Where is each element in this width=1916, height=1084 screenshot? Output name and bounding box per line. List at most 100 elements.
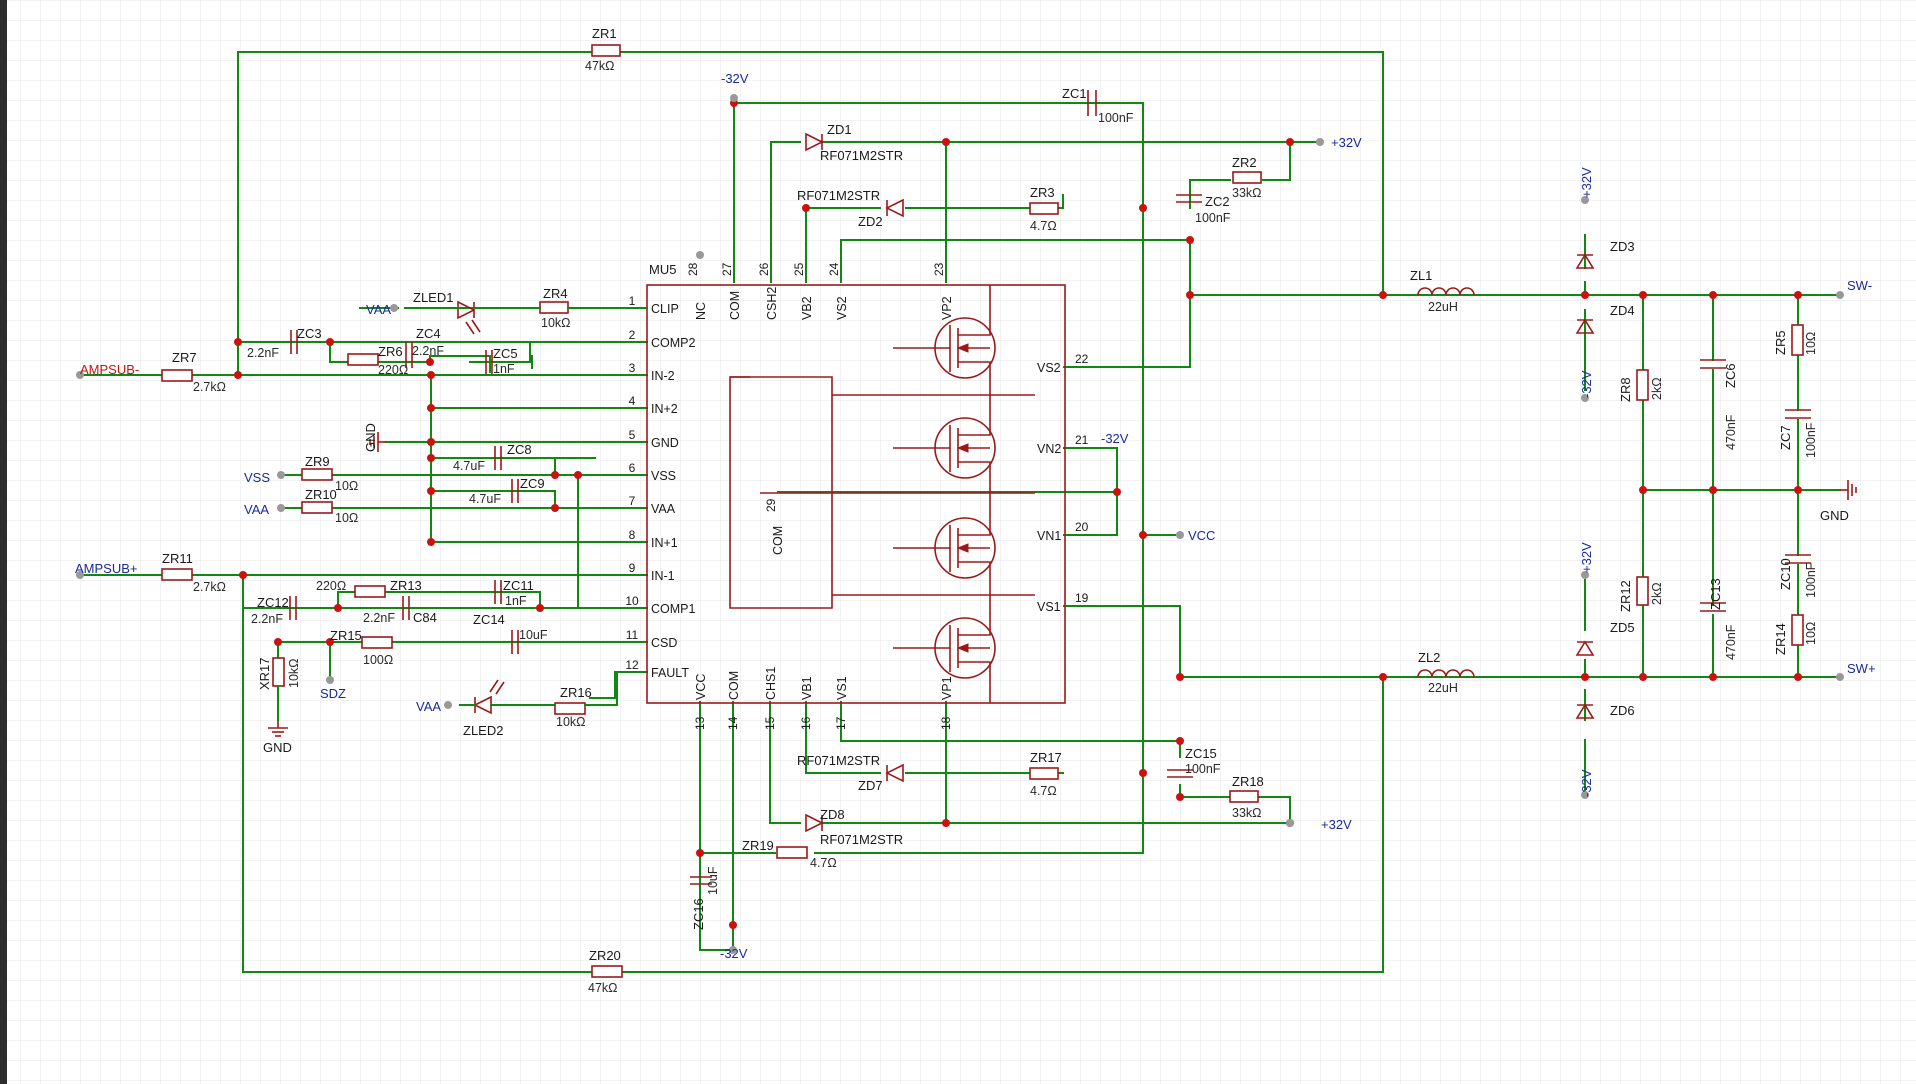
- chip-pin-num-19: 19: [1075, 591, 1089, 605]
- chip-pin-vss: VSS: [651, 469, 676, 483]
- inductors: [1417, 287, 1475, 678]
- net-vaa-1: VAA: [366, 302, 391, 317]
- net-neg32-zd6: -32V: [1579, 769, 1594, 797]
- label-zd7: ZD7: [858, 778, 883, 793]
- value-zr8: 2kΩ: [1650, 377, 1664, 400]
- value-zr15: 100Ω: [363, 653, 393, 667]
- label-zr17: ZR17: [1030, 750, 1062, 765]
- net-vaa-3: VAA: [416, 699, 441, 714]
- chip-pin-num-13: 13: [693, 716, 707, 730]
- label-zd6: ZD6: [1610, 703, 1635, 718]
- label-zc1: ZC1: [1062, 86, 1087, 101]
- chip-pin-num-2: 2: [629, 328, 636, 342]
- value-zc2: 100nF: [1195, 211, 1231, 225]
- chip-pin-vaa: VAA: [651, 502, 676, 516]
- chip-pin-num-20: 20: [1075, 520, 1089, 534]
- value-c84: 2.2nF: [363, 611, 395, 625]
- label-zr12: ZR12: [1618, 580, 1633, 612]
- label-zc8: ZC8: [507, 442, 532, 457]
- value-zr3: 4.7Ω: [1030, 219, 1057, 233]
- value-zr7: 2.7kΩ: [193, 380, 226, 394]
- part-zd2: RF071M2STR: [797, 188, 880, 203]
- label-zd1: ZD1: [827, 122, 852, 137]
- port-endpoints: [76, 94, 1844, 954]
- label-zc9: ZC9: [520, 476, 545, 491]
- net-gnd-left: GND: [363, 423, 378, 452]
- value-zr19: 4.7Ω: [810, 856, 837, 870]
- value-zc8: 4.7uF: [453, 459, 485, 473]
- chip-pin-comp1: COMP1: [651, 602, 696, 616]
- label-xr17: XR17: [257, 657, 272, 690]
- value-zc9: 4.7uF: [469, 492, 501, 506]
- net-pos32-bottom: +32V: [1321, 817, 1352, 832]
- chip-pin-csd: CSD: [651, 636, 677, 650]
- chip-pin-num-11: 11: [626, 628, 639, 642]
- value-zc16: 10uF: [706, 866, 720, 895]
- value-zl2: 22uH: [1428, 681, 1458, 695]
- net-sw-minus: SW-: [1847, 278, 1872, 293]
- chip-pin-comp2: COMP2: [651, 336, 696, 350]
- value-zc14: 10uF: [519, 628, 548, 642]
- value-zr13: 220Ω: [316, 579, 346, 593]
- net-vaa-2: VAA: [244, 502, 269, 517]
- value-zc7: 100nF: [1804, 422, 1818, 458]
- chip-pin-num-1: 1: [629, 294, 636, 308]
- label-zc14: ZC14: [473, 612, 505, 627]
- value-zc13: 470nF: [1724, 624, 1738, 660]
- chip-pin-num-28: 28: [686, 262, 700, 276]
- net-pos32-top: +32V: [1331, 135, 1362, 150]
- label-zr14: ZR14: [1773, 623, 1788, 655]
- label-zc16: ZC16: [691, 898, 706, 930]
- value-zc15: 100nF: [1185, 762, 1221, 776]
- value-zc12: 2.2nF: [251, 612, 283, 626]
- label-zr11: ZR11: [162, 551, 193, 566]
- net-neg32-zd4: -32V: [1579, 370, 1594, 398]
- label-zr5: ZR5: [1773, 330, 1788, 355]
- chip-pin-num-7: 7: [629, 494, 636, 508]
- net-ampsub-plus: AMPSUB+: [75, 561, 138, 576]
- label-zd5: ZD5: [1610, 620, 1635, 635]
- chip-pin-num-8: 8: [629, 528, 636, 542]
- part-zd8: RF071M2STR: [820, 832, 903, 847]
- value-zr18: 33kΩ: [1232, 806, 1262, 820]
- value-zr11: 2.7kΩ: [193, 580, 226, 594]
- chip-pins: 1CLIP2COMP23IN-24IN+25GND6VSS7VAA8IN+19I…: [625, 262, 1088, 730]
- label-zr18: ZR18: [1232, 774, 1264, 789]
- value-zr12: 2kΩ: [1650, 582, 1664, 605]
- value-zr1: 47kΩ: [585, 59, 615, 73]
- net-gnd-bottom: GND: [263, 740, 292, 755]
- label-zled2: ZLED2: [463, 723, 503, 738]
- chip-pin-bottom-vb1: VB1: [800, 676, 814, 700]
- value-zc5: 1nF: [493, 362, 515, 376]
- chip-mu5[interactable]: MU5: [646, 262, 1066, 704]
- net-pos32-zd5: +32V: [1579, 542, 1594, 573]
- label-zr10: ZR10: [305, 487, 337, 502]
- value-zr10: 10Ω: [335, 511, 358, 525]
- diodes: [429, 132, 1595, 833]
- net-neg32-vn2: -32V: [1101, 431, 1129, 446]
- label-c84: C84: [413, 610, 437, 625]
- value-zr17: 4.7Ω: [1030, 784, 1057, 798]
- label-zr9: ZR9: [305, 454, 330, 469]
- chip-pin-num-10: 10: [625, 594, 639, 608]
- chip-pin-top-nc: NC: [694, 302, 708, 320]
- chip-pin-top-vb2: VB2: [800, 296, 814, 320]
- chip-pin-num-6: 6: [629, 461, 636, 475]
- net-vss: VSS: [244, 470, 270, 485]
- chip-pin-in-2: IN-2: [651, 369, 675, 383]
- chip-pin-top-csh2: CSH2: [765, 287, 779, 320]
- label-zc2: ZC2: [1205, 194, 1230, 209]
- label-zr4: ZR4: [543, 286, 568, 301]
- chip-pin-num-15: 15: [763, 716, 777, 730]
- value-zc4: 2.2nF: [412, 344, 444, 358]
- chip-pin-right-vn1: VN1: [1037, 529, 1061, 543]
- value-zr16: 10kΩ: [556, 715, 586, 729]
- label-zd4: ZD4: [1610, 303, 1635, 318]
- value-zr4: 10kΩ: [541, 316, 571, 330]
- net-ampsub-minus: AMPSUB-: [80, 362, 139, 377]
- net-gnd-right: GND: [1820, 508, 1849, 523]
- net-sw-plus: SW+: [1847, 661, 1876, 676]
- chip-pin-right-vs1: VS1: [1037, 600, 1061, 614]
- label-zr19: ZR19: [742, 838, 774, 853]
